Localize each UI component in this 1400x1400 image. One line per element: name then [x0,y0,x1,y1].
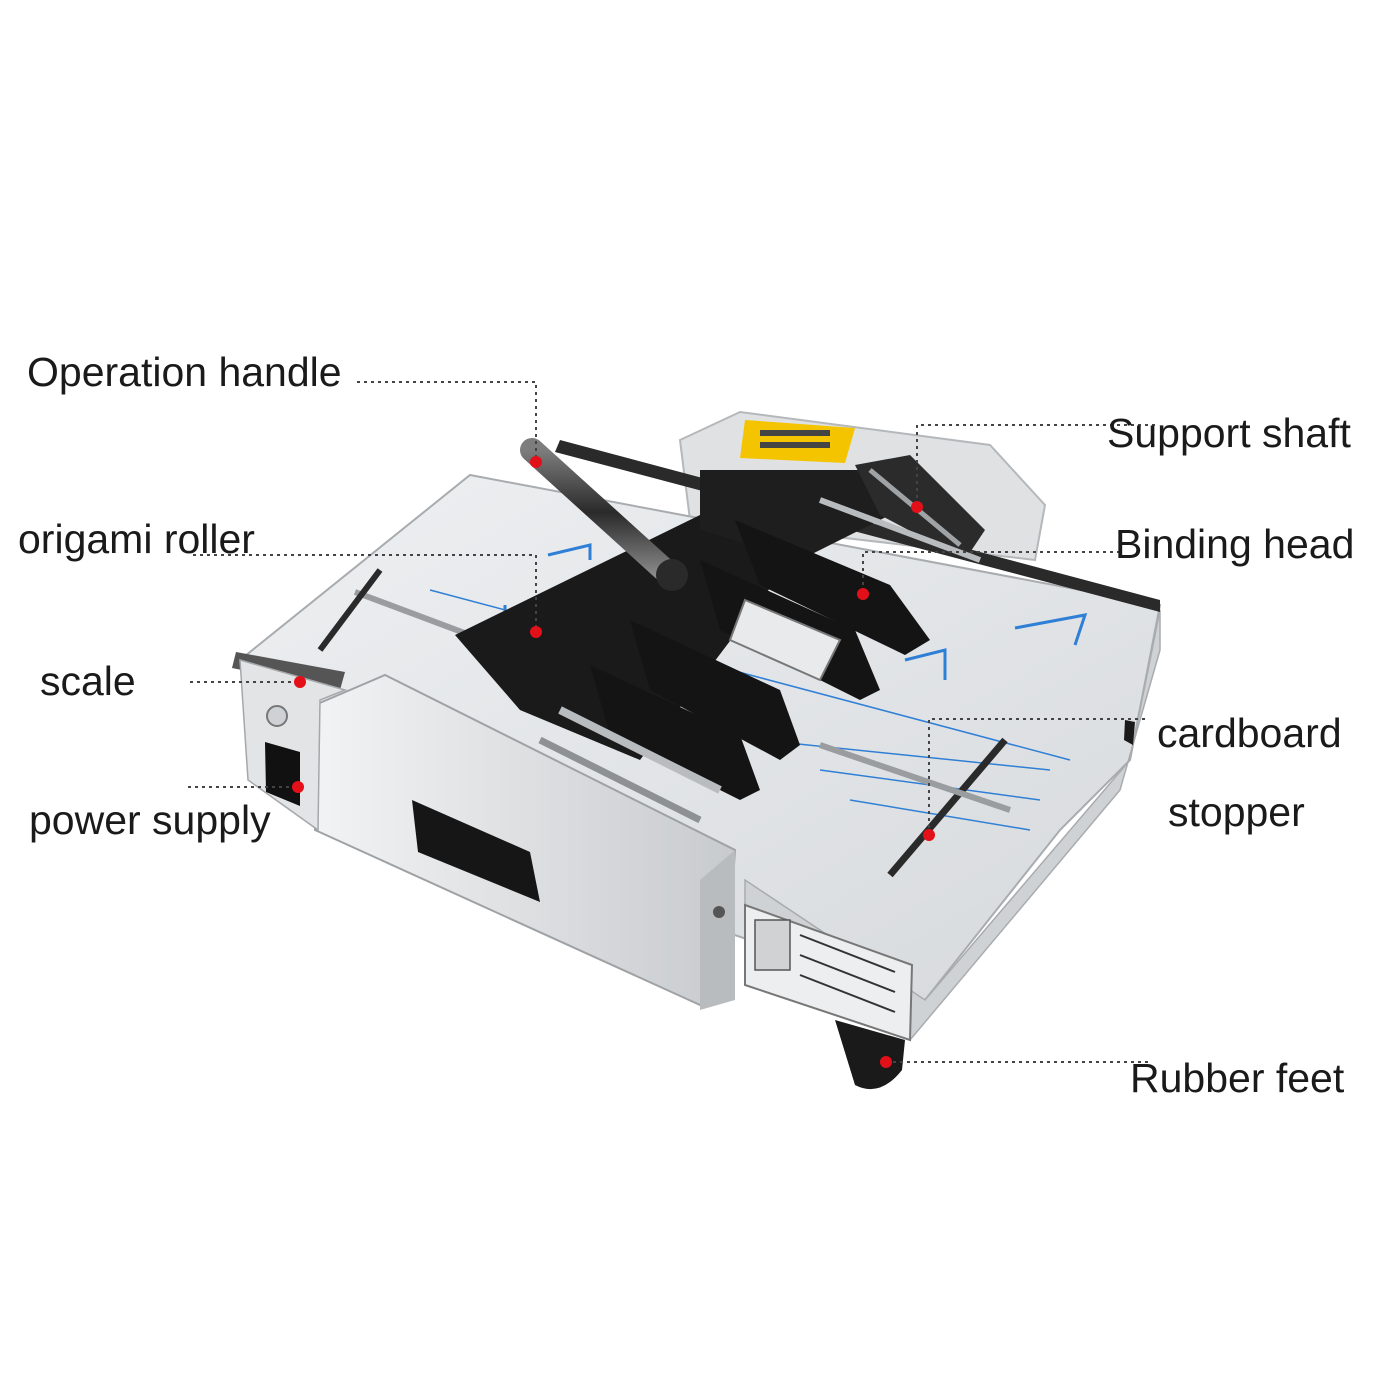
cardboard-stopper [819,737,1011,878]
label-binding-head: Binding head [1115,521,1355,567]
markers [292,456,935,1068]
label-cardboard-stopper-line1: cardboard [1157,710,1342,756]
operation-handle [520,438,688,591]
marker-power-supply [292,781,304,793]
left-stopper [317,568,472,652]
name-plate [744,903,914,1042]
marker-rubber-feet [880,1056,892,1068]
leader-operation-handle [357,381,537,462]
leader-support-shaft [916,424,1155,505]
leader-cardboard-stopper [928,718,1145,835]
label-scale: scale [40,658,136,704]
leader-lines [188,381,1155,1063]
label-rubber-feet: Rubber feet [1130,1055,1345,1101]
marker-binding-head [857,588,869,600]
label-support-shaft: Support shaft [1107,410,1351,456]
leader-origami-roller [193,554,537,632]
marker-cardboard-stopper [923,829,935,841]
marker-scale [294,676,306,688]
marker-origami-roller [530,626,542,638]
leader-binding-head [862,551,1120,594]
marker-operation-handle [530,456,542,468]
marker-support-shaft [911,501,923,513]
label-power-supply: power supply [29,797,271,843]
power-switch [265,742,300,806]
label-origami-roller: origami roller [18,516,255,562]
front-housing [314,673,737,1010]
roller-assembly [455,455,985,824]
rubber-foot [835,720,1135,1090]
label-operation-handle: Operation handle [27,349,342,395]
label-cardboard-stopper-line2: stopper [1168,789,1305,835]
front-window [412,800,540,902]
